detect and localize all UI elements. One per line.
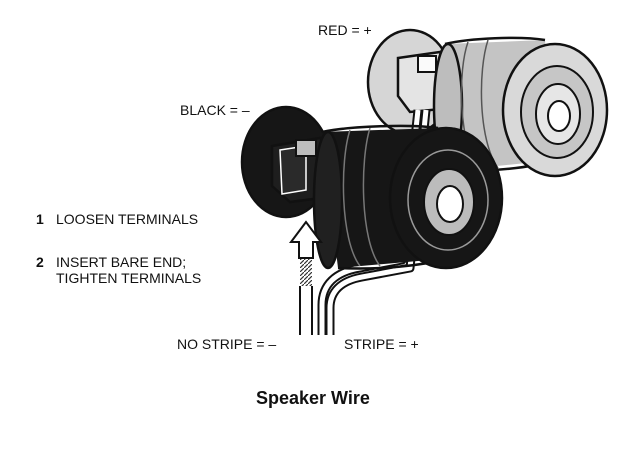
step-number: 1 <box>36 211 44 227</box>
red-terminal-hole <box>417 55 437 73</box>
step-text: INSERT BARE END; TIGHTEN TERMINALS <box>56 254 202 286</box>
bare-wire-end <box>300 258 312 286</box>
step-number: 2 <box>36 254 44 270</box>
black-terminal <box>240 105 504 270</box>
label-stripe: STRIPE = + <box>344 336 419 352</box>
step-text: LOOSEN TERMINALS <box>56 211 199 227</box>
step-1: 1 LOOSEN TERMINALS <box>36 211 198 227</box>
no-stripe-wire <box>299 258 313 335</box>
step-2: 2 INSERT BARE END; TIGHTEN TERMINALS <box>36 254 201 286</box>
label-red: RED = + <box>318 22 372 38</box>
black-terminal-hole <box>295 139 317 157</box>
label-no-stripe: NO STRIPE = – <box>177 336 277 352</box>
diagram-title: Speaker Wire <box>256 388 370 408</box>
label-black: BLACK = – <box>180 102 250 118</box>
insert-arrow-icon <box>289 220 323 259</box>
